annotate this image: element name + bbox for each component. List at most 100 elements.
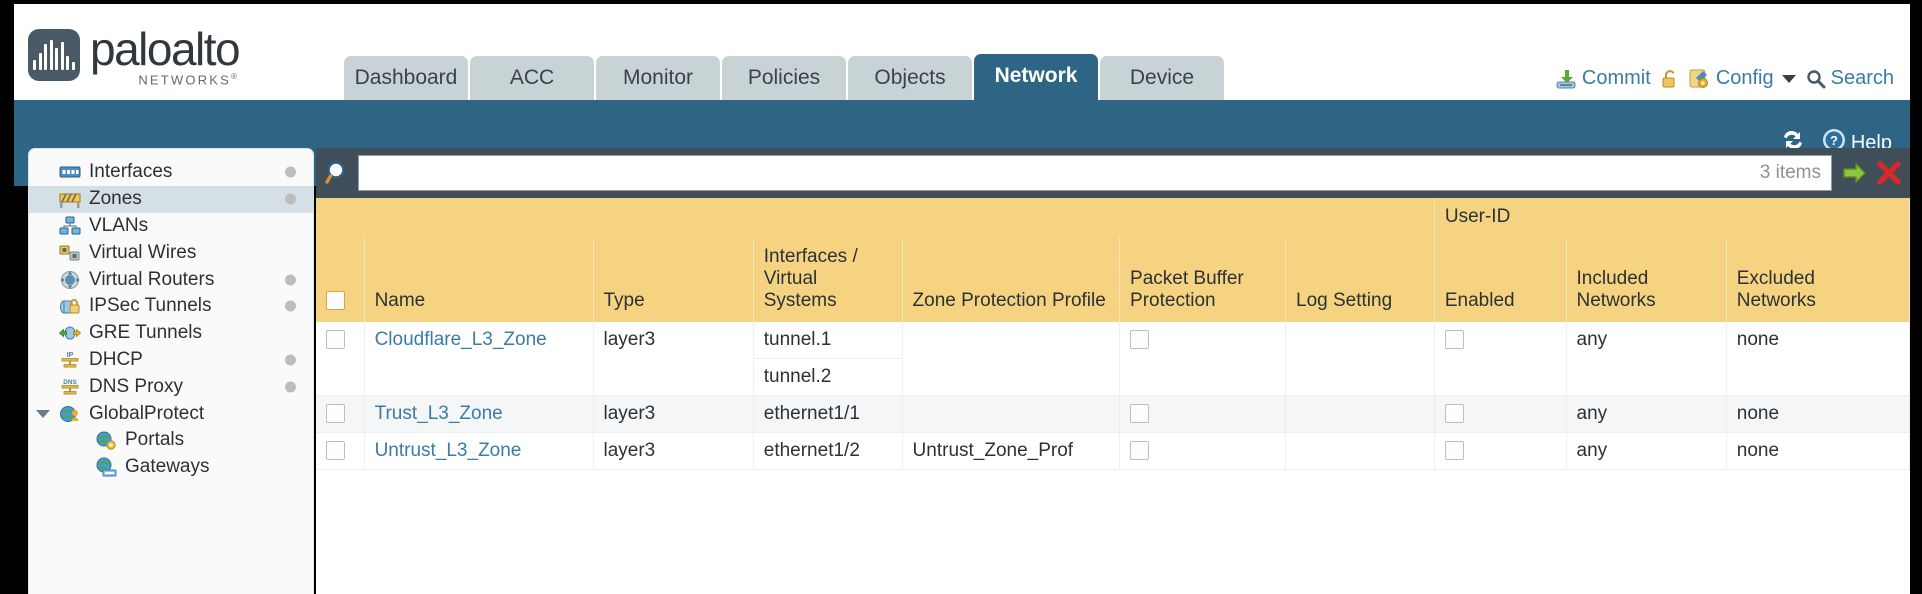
row-select-cell: [316, 395, 365, 433]
status-dot: [285, 300, 296, 312]
sidebar-item-vlans[interactable]: VLANs: [29, 213, 313, 240]
cell-userid-enabled: [1434, 322, 1567, 396]
cell-log-setting: [1285, 432, 1435, 470]
table-header-row: Name Type Interfaces / Virtual Systems Z…: [316, 238, 1910, 322]
sidebar-item-interfaces[interactable]: Interfaces: [29, 159, 313, 186]
config-dropdown[interactable]: Config: [1689, 67, 1796, 90]
filter-search-icon[interactable]: [322, 157, 354, 189]
table-row[interactable]: Trust_L3_Zone layer3 ethernet1/1 any: [316, 395, 1910, 433]
cell-zone-protection-profile: [902, 395, 1121, 433]
sidebar-item-label: DNS Proxy: [89, 375, 183, 397]
main-nav-tabs: Dashboard ACC Monitor Policies Objects N…: [344, 54, 1224, 100]
group-header-userid: User-ID: [1434, 198, 1910, 238]
cell-log-setting: [1285, 322, 1435, 396]
select-all-checkbox[interactable]: [326, 291, 345, 311]
interfaces-icon: [59, 162, 81, 182]
column-header-log-setting[interactable]: Log Setting: [1285, 238, 1435, 322]
item-count-label: 3 items: [1759, 162, 1821, 183]
sidebar-item-virtual-wires[interactable]: Virtual Wires: [29, 239, 313, 266]
sidebar-item-dhcp[interactable]: IP DHCP: [29, 347, 313, 374]
tab-monitor[interactable]: Monitor: [596, 56, 720, 100]
cell-excluded-networks: none: [1726, 432, 1910, 470]
sidebar-item-dns-proxy[interactable]: DNS DNS Proxy: [29, 373, 313, 400]
search-icon: [1806, 69, 1826, 89]
column-header-type[interactable]: Type: [593, 238, 754, 322]
lock-icon[interactable]: [1661, 69, 1679, 89]
brand-tagline: NETWORKS®: [138, 72, 240, 88]
cell-type: layer3: [593, 395, 754, 433]
row-checkbox[interactable]: [326, 330, 345, 350]
row-checkbox[interactable]: [326, 441, 345, 461]
userid-enabled-checkbox[interactable]: [1444, 404, 1464, 424]
refresh-icon[interactable]: [1780, 128, 1806, 158]
column-header-enabled[interactable]: Enabled: [1434, 238, 1567, 322]
packet-buffer-protection-checkbox[interactable]: [1130, 330, 1150, 350]
sidebar-item-label: Gateways: [125, 456, 210, 478]
tab-acc[interactable]: ACC: [470, 56, 594, 100]
interface-entry: tunnel.2: [763, 366, 832, 387]
cell-interfaces: ethernet1/1: [753, 395, 903, 433]
virtual-routers-icon: [59, 270, 81, 290]
status-dot: [285, 274, 296, 286]
packet-buffer-protection-checkbox[interactable]: [1130, 404, 1150, 424]
commit-label: Commit: [1581, 67, 1651, 89]
commit-button[interactable]: Commit: [1555, 67, 1651, 90]
sidebar-item-zones[interactable]: Zones: [29, 185, 313, 213]
paloalto-logo-icon: [28, 29, 80, 81]
zone-name-link[interactable]: Cloudflare_L3_Zone: [374, 329, 547, 350]
row-select-cell: [316, 432, 365, 470]
vlans-icon: [59, 216, 81, 236]
zones-icon: [59, 189, 81, 209]
column-header-packet-buffer-protection[interactable]: Packet Buffer Protection: [1119, 238, 1286, 322]
sidebar-item-globalprotect[interactable]: GlobalProtect: [29, 400, 313, 427]
clear-filter-button[interactable]: [1876, 160, 1902, 186]
brand-logo[interactable]: paloalto NETWORKS®: [28, 23, 241, 88]
network-sidebar: Interfaces Zones: [28, 148, 314, 594]
table-row[interactable]: Cloudflare_L3_Zone layer3 tunnel.1 tunne…: [316, 322, 1910, 396]
chevron-down-icon[interactable]: [36, 409, 50, 418]
brand-name: paloalto: [90, 23, 241, 75]
cell-userid-enabled: [1434, 395, 1567, 433]
search-button[interactable]: Search: [1806, 67, 1894, 90]
top-action-bar: Commit Config: [1555, 67, 1894, 90]
userid-enabled-checkbox[interactable]: [1444, 330, 1464, 350]
sidebar-item-gateways[interactable]: Gateways: [29, 454, 313, 481]
cell-excluded-networks: none: [1726, 322, 1910, 396]
packet-buffer-protection-checkbox[interactable]: [1130, 441, 1150, 461]
table-group-header-row: User-ID: [316, 198, 1910, 238]
sidebar-item-ipsec-tunnels[interactable]: IPSec Tunnels: [29, 293, 313, 320]
column-header-name[interactable]: Name: [364, 238, 594, 322]
cell-packet-buffer-protection: [1119, 322, 1286, 396]
column-header-included-networks[interactable]: Included Networks: [1566, 238, 1727, 322]
cell-interfaces: tunnel.1 tunnel.2: [753, 322, 903, 396]
cell-zone-protection-profile: Untrust_Zone_Prof: [902, 432, 1121, 470]
userid-enabled-checkbox[interactable]: [1444, 441, 1464, 461]
sidebar-item-virtual-routers[interactable]: Virtual Routers: [29, 266, 313, 293]
sidebar-item-label: IPSec Tunnels: [89, 295, 212, 317]
status-dot: [285, 354, 296, 366]
tab-objects[interactable]: Objects: [848, 56, 972, 100]
zone-name-link[interactable]: Untrust_L3_Zone: [374, 440, 522, 461]
status-dot: [285, 166, 296, 178]
column-header-interfaces[interactable]: Interfaces / Virtual Systems: [753, 238, 903, 322]
select-all-header: [316, 238, 365, 322]
interface-entry: tunnel.1: [753, 322, 902, 359]
config-icon: [1689, 68, 1711, 90]
tab-policies[interactable]: Policies: [722, 56, 846, 100]
tab-network[interactable]: Network: [974, 54, 1098, 100]
gateways-icon: [95, 457, 117, 477]
sidebar-item-portals[interactable]: Portals: [29, 427, 313, 454]
svg-text:?: ?: [1830, 133, 1838, 148]
sidebar-item-gre-tunnels[interactable]: GRE Tunnels: [29, 320, 313, 347]
row-checkbox[interactable]: [326, 404, 345, 424]
table-row[interactable]: Untrust_L3_Zone layer3 ethernet1/2 Untru…: [316, 432, 1910, 470]
cell-included-networks: any: [1566, 432, 1727, 470]
tab-dashboard[interactable]: Dashboard: [344, 56, 468, 100]
column-header-excluded-networks[interactable]: Excluded Networks: [1726, 238, 1910, 322]
tab-device[interactable]: Device: [1100, 56, 1224, 100]
column-header-zone-protection-profile[interactable]: Zone Protection Profile: [902, 238, 1121, 322]
zone-name-link[interactable]: Trust_L3_Zone: [374, 403, 503, 424]
apply-filter-button[interactable]: [1842, 160, 1868, 186]
cell-zone-protection-profile: [902, 322, 1121, 396]
search-input[interactable]: 3 items: [358, 155, 1832, 191]
